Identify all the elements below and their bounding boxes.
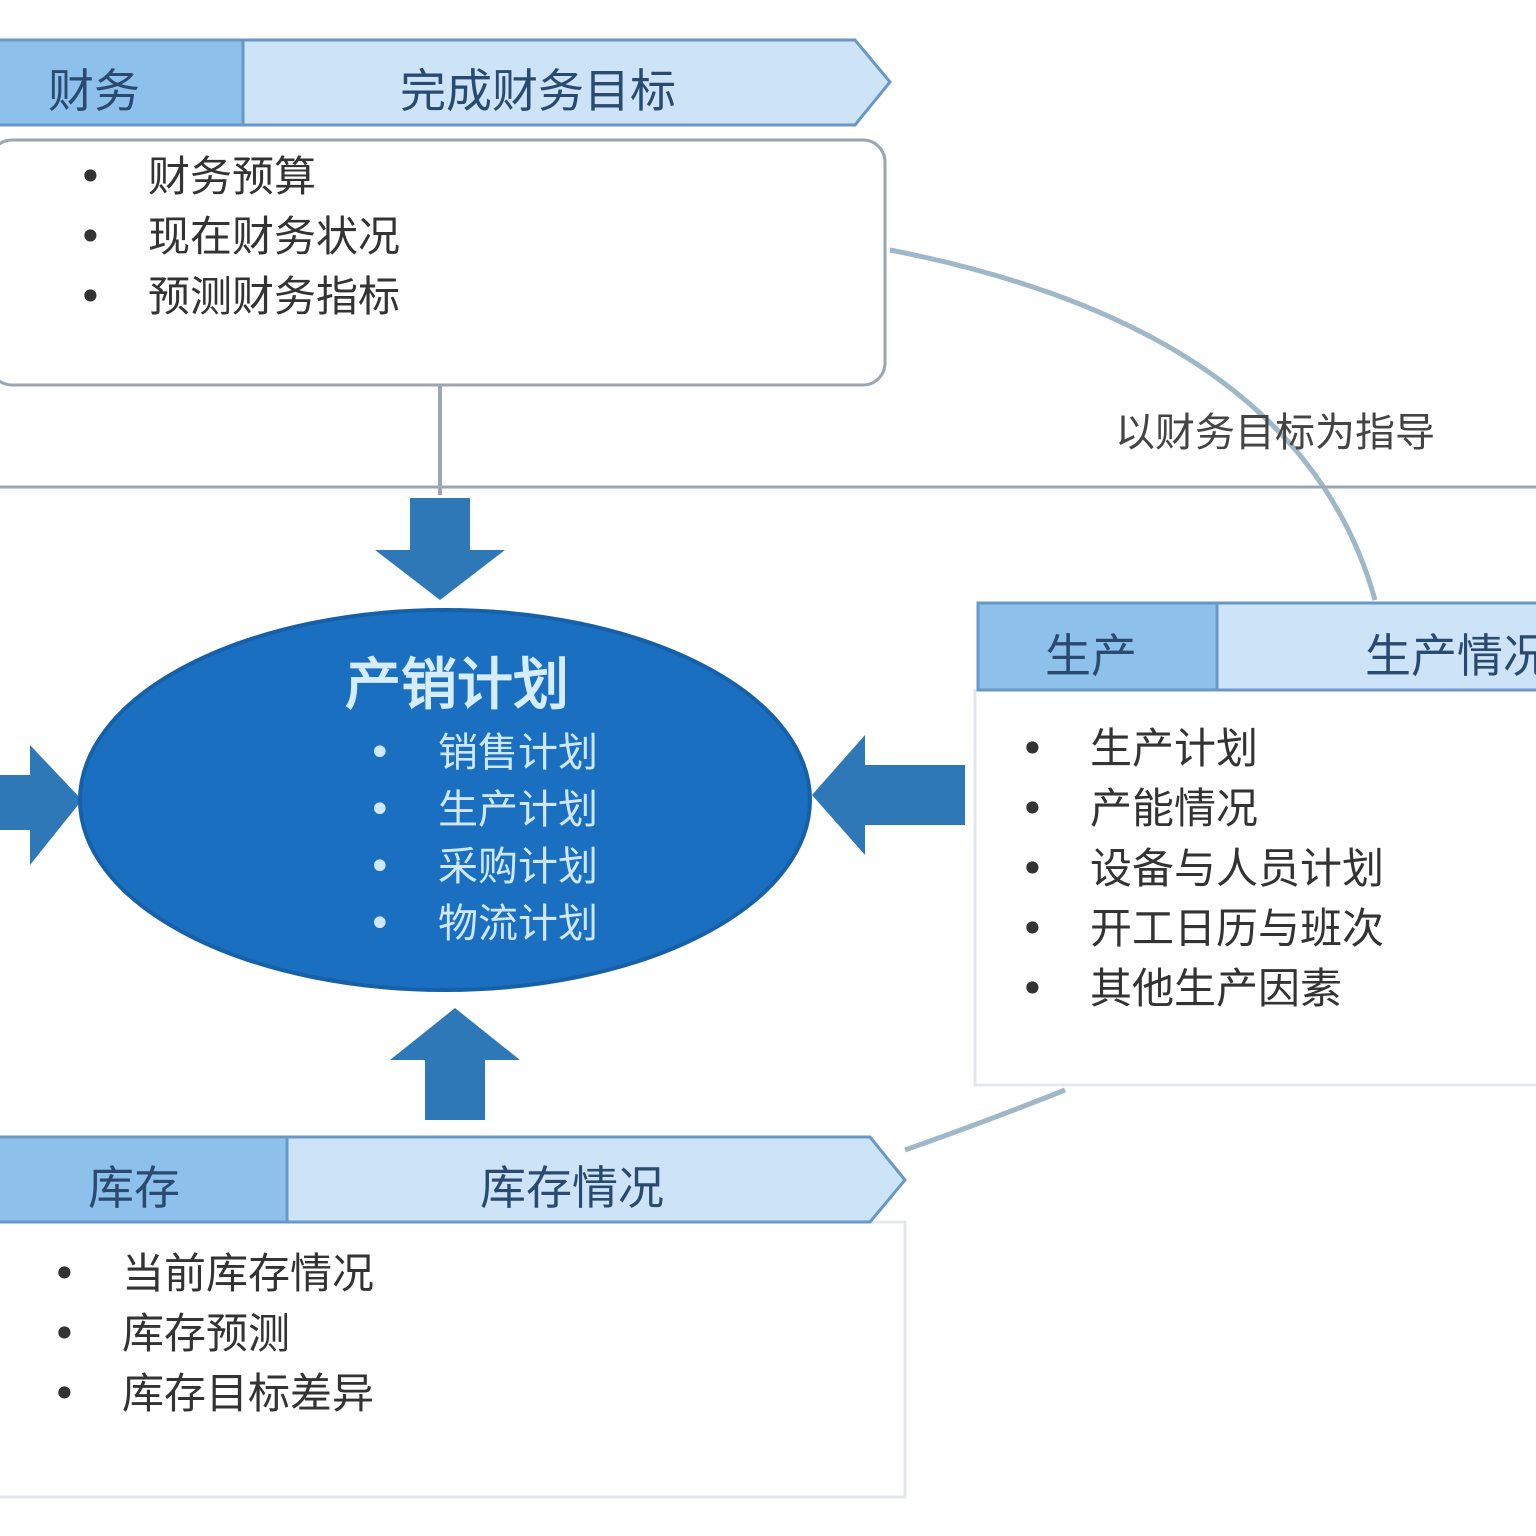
center-item: 生产计划 [438,777,598,835]
arrow-left-icon [812,735,965,855]
production-item: 生产计划 [1090,715,1258,776]
finance-item: 预测财务指标 [148,263,400,324]
center-title: 产销计划 [345,653,569,718]
inventory-title: 库存情况 [480,1161,664,1215]
finance-title: 完成财务目标 [400,64,676,118]
finance-box [0,138,887,387]
center-item: 销售计划 [438,720,598,778]
production-item: 产能情况 [1090,775,1258,836]
finance-item: 现在财务状况 [148,203,400,264]
inventory-tag: 库存 [88,1161,180,1215]
guide-curve [889,247,1378,601]
inventory-item: 库存目标差异 [122,1360,374,1421]
finance-tag: 财务 [48,64,140,118]
production-item: 开工日历与班次 [1090,895,1384,956]
inventory-production-curve [904,1087,1066,1153]
arrow-right-icon [0,745,82,865]
production-header-dark [976,601,1219,692]
finance-item: 财务预算 [148,143,316,204]
production-item: 设备与人员计划 [1090,835,1384,896]
production-tag: 生产 [1045,629,1137,683]
inventory-item: 当前库存情况 [122,1240,374,1301]
guide-label: 以财务目标为指导 [1115,410,1435,456]
arrow-down-icon [375,498,505,600]
arrow-up-icon [390,1008,520,1120]
inventory-header-dark [0,1135,289,1224]
production-title: 生产情况 [1365,629,1536,683]
production-item: 其他生产因素 [1090,955,1342,1016]
production-header-light [1215,601,1536,692]
inventory-item: 库存预测 [122,1300,290,1361]
center-item: 采购计划 [438,834,598,892]
center-item: 物流计划 [438,891,598,949]
finance-header-dark [0,38,245,127]
